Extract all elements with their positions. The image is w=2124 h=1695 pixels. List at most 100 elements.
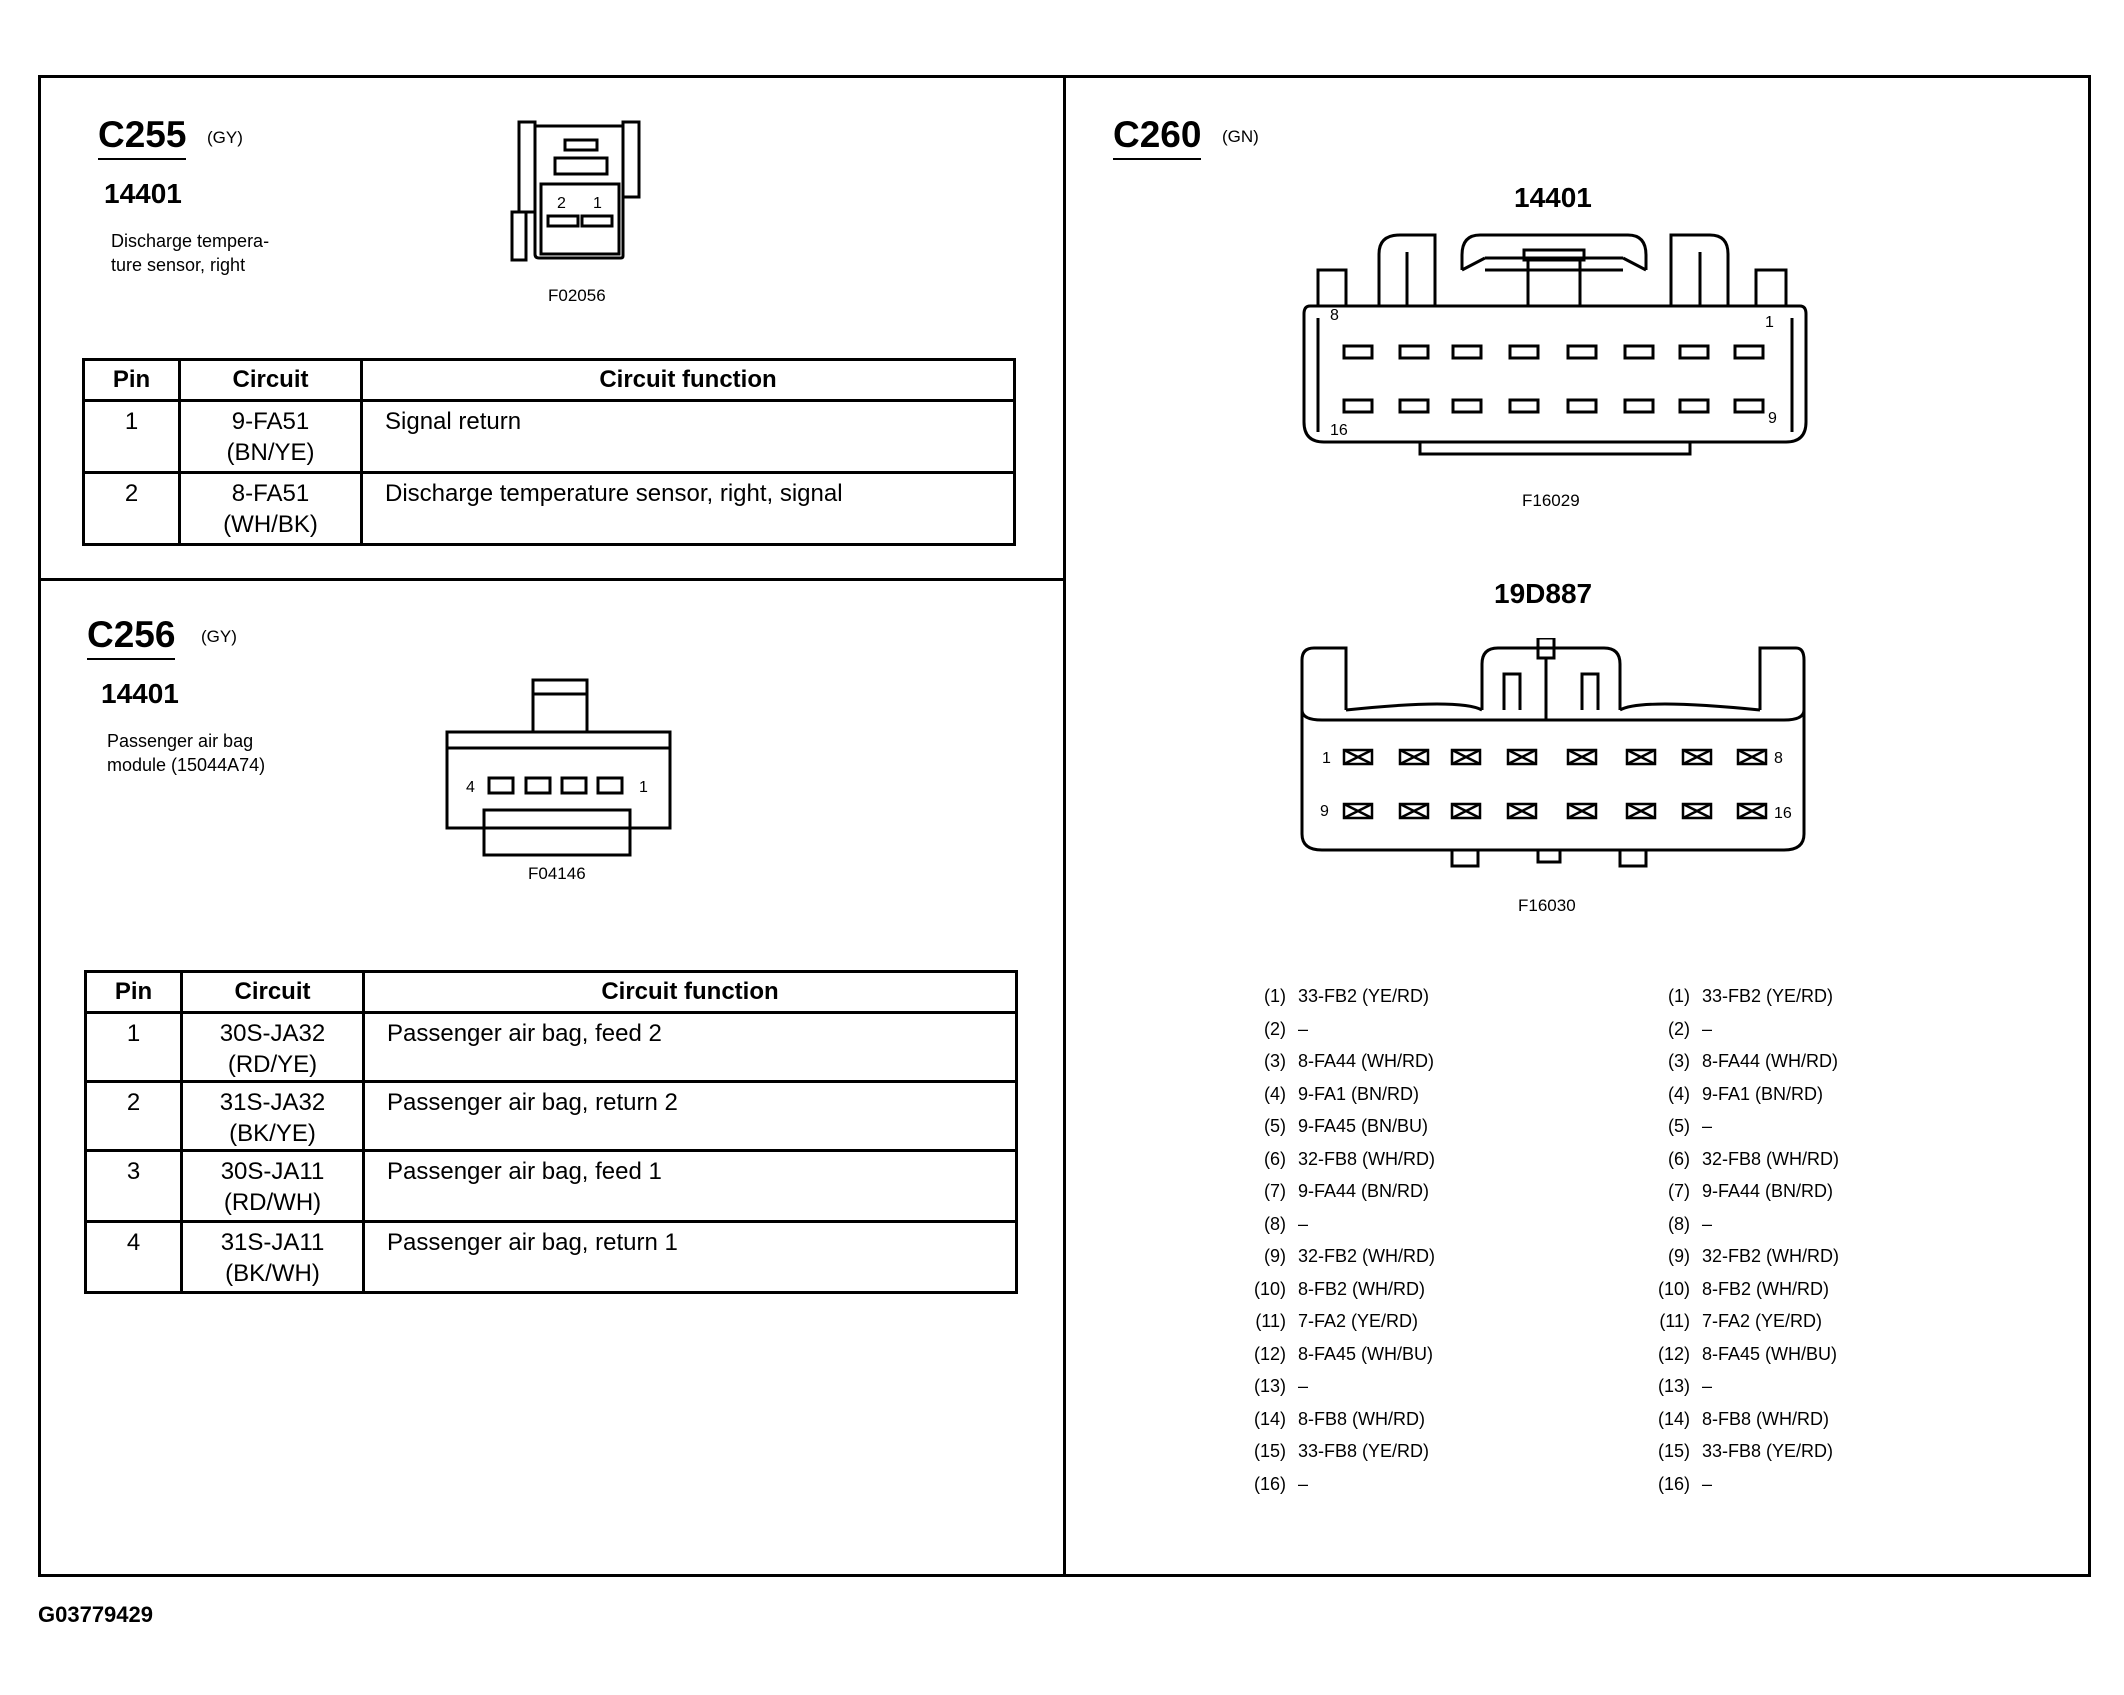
pin-number: (2): [1668, 1018, 1690, 1039]
list-item: (1)33-FB2 (YE/RD): [1238, 986, 1435, 1019]
list-item: (6)32-FB8 (WH/RD): [1642, 1149, 1839, 1182]
pin-number: (8): [1264, 1213, 1286, 1234]
pin-number: (6): [1264, 1148, 1286, 1169]
pin-number: (3): [1264, 1051, 1286, 1071]
c256-connector-diagram: 4 1: [445, 678, 672, 857]
column-header-function: Circuit function: [360, 358, 1016, 402]
pin-number: (9): [1668, 1246, 1690, 1266]
c260-conn1-pin-cavity: [1508, 398, 1540, 414]
c260-conn1-pin-cavity: [1678, 344, 1710, 360]
c260-conn2-pin-cavity: [1506, 802, 1538, 820]
c260-pin-list-right: (1)33-FB2 (YE/RD) (2)– (3)8-FA44 (WH/RD)…: [1642, 986, 1839, 1506]
c260-conn2-pin-cross: [1626, 748, 1656, 766]
c260-conn1-pin-cavity: [1398, 398, 1430, 414]
c260-conn1-pin-label-1: 1: [1765, 314, 1774, 331]
wire-color: (BK/YE): [229, 1120, 316, 1147]
c260-conn1-part-number: 14401: [1514, 182, 1592, 213]
c260-conn2-pin-cavity: [1625, 748, 1657, 766]
list-item: (9)32-FB2 (WH/RD): [1238, 1246, 1435, 1279]
c260-conn2-pin-cavity: [1342, 802, 1374, 820]
pin-number: (4): [1264, 1083, 1286, 1104]
function-cell: Discharge temperature sensor, right, sig…: [360, 471, 1016, 546]
pin-circuit: 8-FA44 (WH/RD): [1298, 1051, 1435, 1071]
c260-conn2-pin-cavity: [1450, 748, 1482, 766]
pin-number: (4): [1668, 1083, 1690, 1104]
list-item: (2)–: [1238, 1019, 1435, 1052]
table-row: 1 9-FA51(BN/YE) Signal return: [82, 399, 1016, 474]
pin-cell: 1: [82, 399, 181, 474]
c260-conn1-figure-id: F16029: [1522, 491, 1580, 510]
list-item: (6) 32-FB8 (WH/RD): [1238, 1149, 1435, 1182]
pin-number: (1): [1264, 986, 1286, 1006]
c256-connector-color: (GY): [201, 627, 237, 646]
pin-number: (10): [1657, 1278, 1690, 1299]
list-item: (4)9-FA1 (BN/RD): [1642, 1084, 1839, 1117]
c260-conn2-pin-cross: [1682, 748, 1712, 766]
pin-circuit: 33-FB8 (YE/RD): [1298, 1441, 1430, 1461]
table-header-row: Pin Circuit Circuit function: [82, 358, 1016, 402]
pin-circuit: 32-FB8 (WH/RD): [1298, 1148, 1436, 1169]
list-item: (11)7-FA2 (YE/RD): [1642, 1311, 1839, 1344]
function-cell: Signal return: [360, 399, 1016, 474]
circuit-cell: 8-FA51(WH/BK): [178, 471, 363, 546]
pin-number: (11): [1255, 1311, 1286, 1331]
list-item: (16)–: [1642, 1474, 1839, 1507]
pin-number: (5): [1668, 1116, 1690, 1136]
pin-circuit: –: [1298, 1213, 1309, 1234]
pin-number: (14): [1657, 1408, 1690, 1429]
c255-pin-label-2: 2: [557, 195, 566, 212]
function-cell: Passenger air bag, feed 2: [362, 1011, 1018, 1083]
circuit-cell: 31S-JA32(BK/YE): [180, 1080, 365, 1152]
pin-circuit: 7-FA2 (YE/RD): [1298, 1311, 1419, 1331]
circuit-cell: 30S-JA32(RD/YE): [180, 1011, 365, 1083]
pin-circuit: 8-FB8 (WH/RD): [1298, 1408, 1425, 1429]
c255-connector-diagram: 2 1: [510, 120, 641, 262]
pin-circuit: 32-FB2 (WH/RD): [1702, 1246, 1840, 1266]
circuit-cell: 30S-JA11(RD/WH): [180, 1149, 365, 1223]
c260-conn1-pin-cavity: [1566, 398, 1598, 414]
c260-conn2-pin-cross: [1507, 748, 1537, 766]
c260-conn1-pin-cavity: [1398, 344, 1430, 360]
c260-conn2-pin-cross: [1737, 748, 1767, 766]
list-item: (14) 8-FB8 (WH/RD): [1642, 1409, 1839, 1442]
pin-circuit: –: [1702, 1473, 1713, 1494]
list-item: (9) 32-FB2 (WH/RD): [1642, 1246, 1839, 1279]
pin-number: (7): [1264, 1181, 1286, 1201]
column-header-pin: Pin: [84, 970, 183, 1014]
c256-description: Passenger air bag module (15044A74): [107, 731, 266, 775]
c255-connector-color: (GY): [207, 128, 243, 147]
pin-circuit: –: [1298, 1473, 1309, 1494]
pin-circuit: 8-FB8 (WH/RD): [1702, 1408, 1829, 1429]
pin-circuit: 33-FB2 (YE/RD): [1702, 986, 1834, 1006]
pin-cell: 2: [84, 1080, 183, 1152]
pin-circuit: 33-FB8 (YE/RD): [1702, 1441, 1834, 1461]
wire-color: (BN/YE): [226, 439, 315, 466]
wire-color: (RD/WH): [223, 1189, 322, 1216]
c260-conn2-pin-cavity: [1398, 748, 1430, 766]
pin-cell: 3: [84, 1149, 183, 1223]
c260-conn1-pin-cavity: [1342, 344, 1374, 360]
c260-conn2-pin-cross: [1626, 802, 1656, 820]
wire-color: (BK/WH): [225, 1260, 320, 1287]
pin-circuit: –: [1702, 1116, 1713, 1136]
pin-number: (3): [1668, 1051, 1690, 1071]
pin-circuit: 8-FB2 (WH/RD): [1702, 1278, 1829, 1299]
list-item: (10)8-FB2 (WH/RD): [1238, 1279, 1435, 1312]
column-header-pin: Pin: [82, 358, 181, 402]
pin-circuit: 9-FA1 (BN/RD): [1298, 1083, 1420, 1104]
c260-conn1-pin-cavity: [1678, 398, 1710, 414]
pin-circuit: –: [1702, 1213, 1713, 1234]
pin-number: (12): [1253, 1343, 1286, 1364]
c260-conn2-pin-label-16: 16: [1774, 805, 1792, 822]
pin-number: (15): [1253, 1441, 1286, 1461]
pin-number: (10): [1253, 1278, 1286, 1299]
c260-conn1-pin-label-8: 8: [1330, 307, 1339, 324]
list-item: (8)–: [1238, 1214, 1435, 1247]
c260-conn1-pin-cavity: [1451, 398, 1483, 414]
pin-cell: 1: [84, 1011, 183, 1083]
pin-number: (7): [1668, 1181, 1690, 1201]
pin-number: (11): [1659, 1311, 1690, 1331]
c256-figure-id: F04146: [528, 864, 586, 883]
pin-circuit: 8-FA44 (WH/RD): [1702, 1051, 1839, 1071]
c256-pin-table: Pin Circuit Circuit function 1 30S-JA32(…: [84, 970, 1018, 1294]
